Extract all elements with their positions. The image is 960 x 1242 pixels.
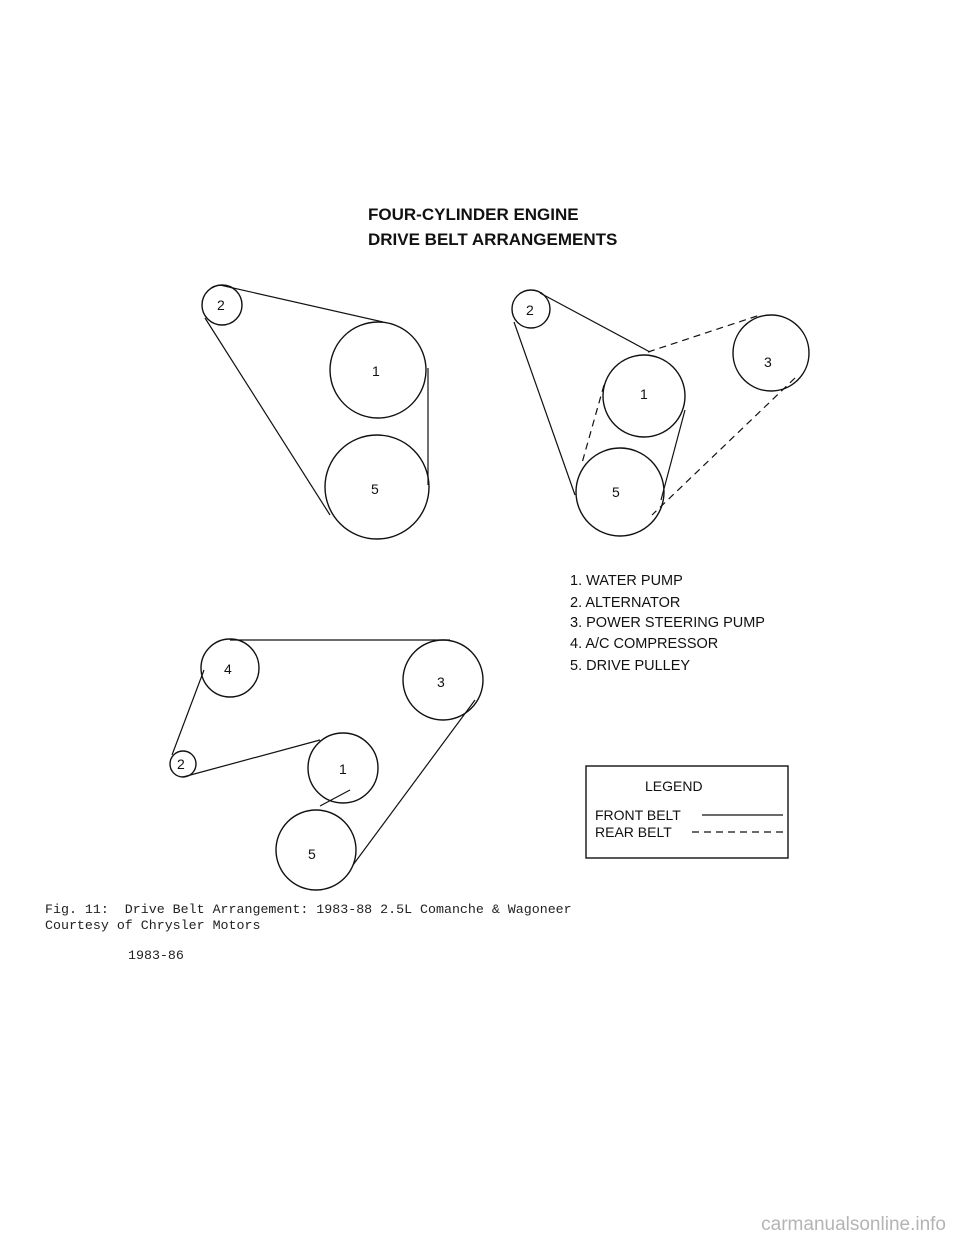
diagram-1: 2 1 5 (201, 284, 430, 540)
belt-segment (319, 789, 351, 807)
pulley-5 (275, 809, 357, 891)
legend-title: LEGEND (645, 778, 703, 794)
key-item: 5. DRIVE PULLEY (570, 658, 690, 674)
courtesy-line: Courtesy of Chrysler Motors (45, 918, 261, 933)
year-range: 1983-86 (128, 948, 184, 963)
title-line-2: DRIVE BELT ARRANGEMENTS (368, 230, 617, 249)
pulley-1 (329, 321, 427, 419)
pulley-label-5: 5 (308, 846, 316, 862)
pulley-label-1: 1 (372, 363, 380, 379)
pulley-label-4: 4 (224, 661, 232, 677)
key-item: 4. A/C COMPRESSOR (570, 636, 718, 652)
pulley-label-2: 2 (217, 297, 225, 313)
key-item: 2. ALTERNATOR (570, 595, 680, 611)
pulley-label-2: 2 (526, 302, 534, 318)
pulley-2 (201, 284, 243, 326)
belt-segment (204, 317, 331, 516)
belt-segment (352, 699, 476, 866)
pulley-5 (575, 447, 665, 537)
pulley-label-3: 3 (764, 354, 772, 370)
pulley-2 (169, 750, 197, 778)
pulley-label-5: 5 (612, 484, 620, 500)
pulley-label-3: 3 (437, 674, 445, 690)
belt-segment (660, 409, 686, 501)
component-key: 1. WATER PUMP 2. ALTERNATOR 3. POWER STE… (570, 573, 765, 674)
diagram-2: 2 1 5 3 (511, 289, 810, 537)
watermark: carmanualsonline.info (761, 1214, 946, 1235)
diagram-3: 4 3 2 1 5 (169, 638, 484, 891)
belt-segment (182, 739, 321, 778)
rear-belt-segment (581, 384, 605, 464)
pulley-label-5: 5 (371, 481, 379, 497)
title-line-1: FOUR-CYLINDER ENGINE (368, 205, 579, 224)
legend-rear-label: REAR BELT (595, 824, 672, 840)
key-item: 1. WATER PUMP (570, 573, 683, 589)
belt-segment (171, 669, 205, 756)
pulley-2 (511, 289, 551, 329)
rear-belt-segment (651, 377, 796, 516)
pulley-3 (732, 314, 810, 392)
belt-segment (219, 284, 384, 323)
pulley-label-2: 2 (177, 756, 185, 772)
pulley-label-1: 1 (640, 386, 648, 402)
key-item: 3. POWER STEERING PUMP (570, 615, 765, 631)
rear-belt-segment (647, 314, 761, 353)
belt-segment (539, 292, 651, 353)
legend-box: LEGEND FRONT BELT REAR BELT (585, 765, 789, 859)
pulley-4 (200, 638, 260, 698)
pulley-5 (324, 434, 430, 540)
pulley-1 (602, 354, 686, 438)
pulley-1 (307, 732, 379, 804)
pulley-label-1: 1 (339, 761, 347, 777)
figure-caption: Fig. 11: Drive Belt Arrangement: 1983-88… (45, 902, 572, 917)
belt-segment (513, 321, 576, 496)
legend-front-label: FRONT BELT (595, 807, 681, 823)
pulley-3 (402, 639, 484, 721)
